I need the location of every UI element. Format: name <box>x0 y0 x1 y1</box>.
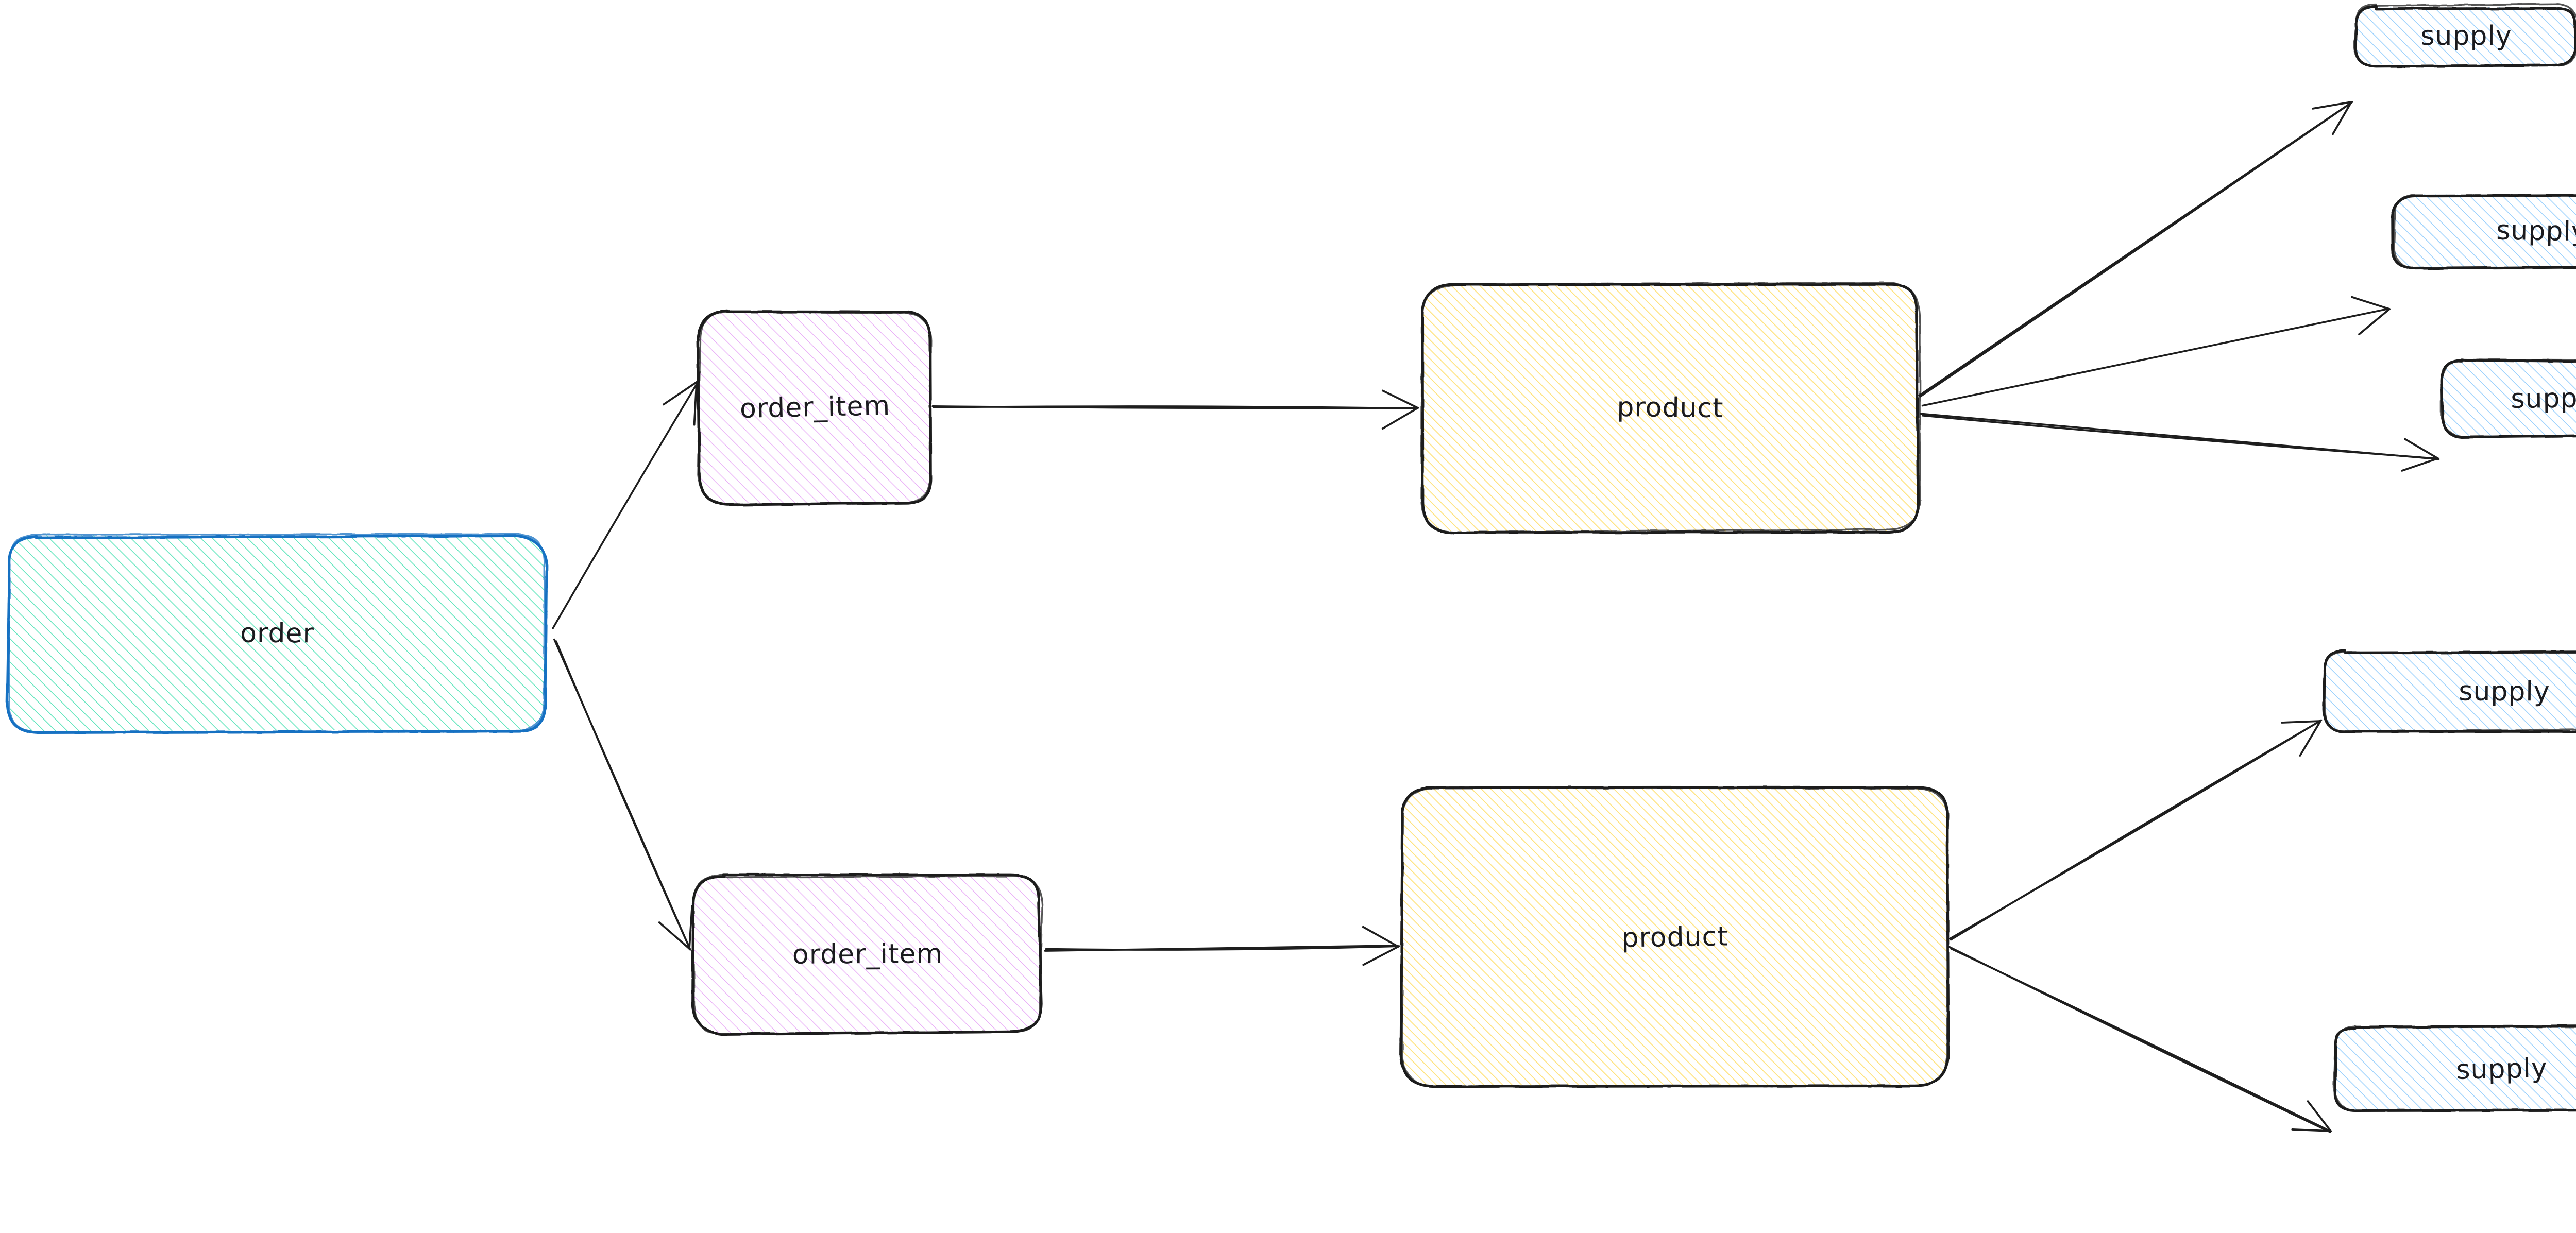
node-outline <box>2393 193 2576 269</box>
node-label: supply <box>2511 383 2576 415</box>
arrowhead-stroke <box>2299 720 2321 757</box>
node-outline <box>697 310 932 506</box>
arrowhead-stroke <box>658 921 690 950</box>
node-fill <box>2393 194 2576 268</box>
edge-line <box>1918 101 2353 397</box>
node-outline <box>8 533 546 733</box>
edge-line <box>931 405 1419 409</box>
node-label: supply <box>2420 21 2512 52</box>
edge-line <box>1044 945 1399 952</box>
edge-order_item_top-to-product_top[interactable] <box>931 389 1419 430</box>
arrowhead-stroke <box>1381 407 1419 430</box>
edge-line <box>552 382 699 629</box>
node-order[interactable]: order <box>6 533 548 734</box>
edge-order-to-order_item_top[interactable] <box>552 381 699 629</box>
node-order_item_top[interactable]: order_item <box>696 309 933 506</box>
edge-product_top-to-supply_1[interactable] <box>1918 101 2353 398</box>
node-label: supply <box>2459 676 2550 707</box>
node-order_item_bottom[interactable]: order_item <box>691 873 1043 1036</box>
arrowhead-stroke <box>693 381 698 426</box>
node-label: order_item <box>792 938 943 970</box>
edge-line <box>1950 948 2332 1133</box>
arrowhead-stroke <box>2401 457 2439 472</box>
node-fill <box>2334 1026 2576 1110</box>
edge-line <box>1921 307 2390 407</box>
node-product_bottom[interactable]: product <box>1399 786 1950 1088</box>
edge-line <box>1948 719 2323 940</box>
node-label: product <box>1617 392 1724 424</box>
node-supply_5[interactable]: supply <box>2333 1024 2576 1112</box>
node-supply_4[interactable]: supply <box>2322 649 2576 733</box>
arrowhead-stroke <box>663 381 698 406</box>
edge-order_item_bottom-to-product_bottom[interactable] <box>1044 926 1400 966</box>
node-fill <box>1422 283 1919 532</box>
node-label: order <box>240 618 314 649</box>
node-product_top[interactable]: product <box>1420 282 1921 534</box>
node-supply_2[interactable]: supply <box>2391 193 2576 270</box>
node-fill <box>2354 7 2576 65</box>
node-fill <box>699 311 931 503</box>
node-fill <box>2442 360 2576 436</box>
edge-product_top-to-supply_3[interactable] <box>1920 413 2440 472</box>
arrowhead-stroke <box>2291 1128 2332 1132</box>
edge-product_top-to-supply_2[interactable] <box>1921 296 2391 407</box>
arrowhead-stroke <box>2307 1100 2332 1132</box>
arrowhead-stroke <box>1382 389 1419 409</box>
edge-line <box>555 640 691 951</box>
node-layer: orderorder_itemorder_itemproductproducts… <box>6 3 2576 1112</box>
node-label: supply <box>2496 215 2576 248</box>
edge-line <box>1922 415 2438 460</box>
arrowhead-stroke <box>2332 101 2352 135</box>
arrowhead-stroke <box>1362 926 1399 948</box>
node-label: product <box>1621 921 1728 953</box>
arrowhead-stroke <box>1362 946 1399 966</box>
edge-product_bottom-to-supply_4[interactable] <box>1948 719 2323 941</box>
node-outline <box>2323 651 2576 732</box>
edge-product_bottom-to-supply_5[interactable] <box>1948 946 2332 1133</box>
arrowhead-stroke <box>2281 720 2321 724</box>
node-supply_3[interactable]: supply <box>2440 358 2576 439</box>
node-outline <box>1420 282 1921 533</box>
arrowhead-stroke <box>2312 101 2352 110</box>
arrowhead-stroke <box>2358 308 2391 335</box>
arrowhead-stroke <box>2404 438 2439 459</box>
node-fill <box>1401 787 1949 1085</box>
edge-layer <box>552 101 2440 1133</box>
node-fill <box>9 535 545 731</box>
node-outline <box>1401 786 1949 1087</box>
arrowhead-stroke <box>2351 296 2391 310</box>
node-label: order_item <box>739 390 890 424</box>
node-fill <box>2324 651 2576 731</box>
node-label: supply <box>2456 1053 2548 1085</box>
node-supply_1[interactable]: supply <box>2353 3 2576 68</box>
node-outline <box>2440 358 2576 438</box>
node-outline <box>2353 3 2576 67</box>
edge-order-to-order_item_bottom[interactable] <box>553 638 693 951</box>
node-outline <box>2333 1025 2576 1111</box>
node-outline <box>692 874 1043 1035</box>
arrowhead-stroke <box>688 905 693 950</box>
node-fill <box>693 875 1041 1034</box>
